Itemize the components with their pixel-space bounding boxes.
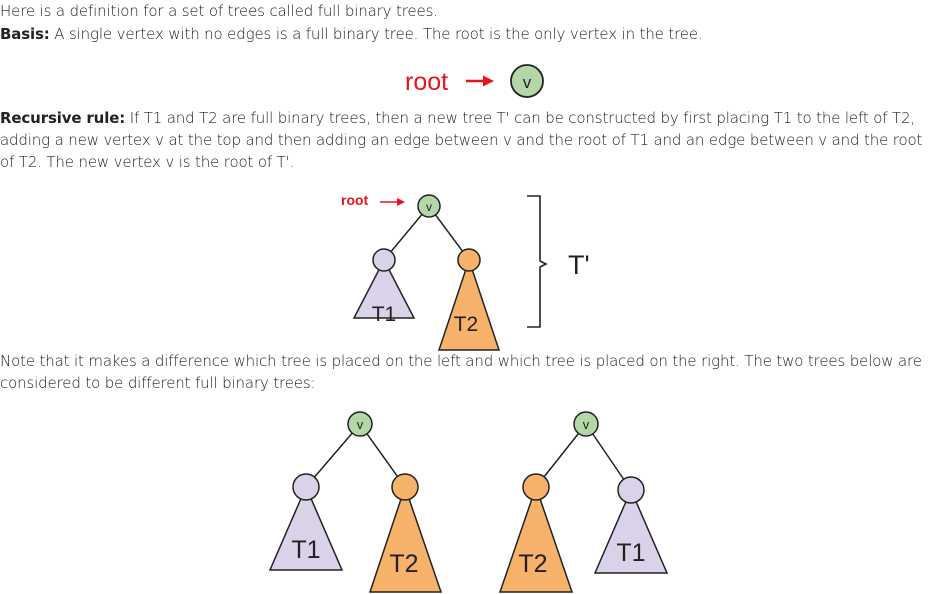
construction-figure: root v T1 T2 T' xyxy=(341,192,590,351)
two-trees-figure: v T1 T2 v T2 T1 xyxy=(268,411,669,593)
tree-a-right-root xyxy=(391,473,419,501)
new-root-vertex-label: v xyxy=(426,200,432,214)
root-label: root xyxy=(405,68,448,96)
tree-a-root xyxy=(347,411,373,437)
basis-label: Basis: xyxy=(0,25,50,43)
root-arrow xyxy=(466,75,494,87)
tree-b-left-subtree xyxy=(498,484,574,593)
tprime-label: T' xyxy=(568,250,590,280)
tree-a-left-label: T1 xyxy=(291,536,320,564)
tree-b-left-root xyxy=(522,473,550,501)
single-vertex-figure: root v xyxy=(405,64,544,98)
tree-b: v T2 T1 xyxy=(498,411,669,593)
t2-root-vertex xyxy=(457,248,481,272)
tree-a: v T1 T2 xyxy=(268,411,443,593)
basis-text: A single vertex with no edges is a full … xyxy=(49,25,703,43)
basis-paragraph: Basis: A single vertex with no edges is … xyxy=(0,23,932,45)
tree-a-right-label: T2 xyxy=(389,550,418,578)
subtree-t2 xyxy=(437,257,501,351)
new-root-vertex xyxy=(417,194,441,218)
note-text: Note that it makes a difference which tr… xyxy=(0,352,922,392)
tree-a-left-subtree xyxy=(268,485,344,571)
subtree-t1 xyxy=(352,258,416,319)
recursive-label: Recursive rule: xyxy=(0,109,126,127)
tree-b-root xyxy=(573,411,599,437)
tree-b-right-label: T1 xyxy=(616,539,645,567)
t1-label: T1 xyxy=(372,303,397,326)
tree-a-right-subtree xyxy=(368,484,443,593)
fig2-root-label: root xyxy=(341,192,369,208)
root-vertex xyxy=(510,64,544,98)
tprime-brace xyxy=(527,195,548,328)
root-vertex-label: v xyxy=(523,73,532,92)
note-paragraph: Note that it makes a difference which tr… xyxy=(0,350,932,394)
tree-a-left-root xyxy=(292,473,320,501)
recursive-text: If T1 and T2 are full binary trees, then… xyxy=(0,109,923,171)
fig2-root-arrow xyxy=(380,198,405,206)
tree-b-left-label: T2 xyxy=(518,550,547,578)
tree-b-root-label: v xyxy=(583,417,590,432)
intro-paragraph: Here is a definition for a set of trees … xyxy=(0,0,932,22)
recursive-rule-paragraph: Recursive rule: If T1 and T2 are full bi… xyxy=(0,107,932,173)
t1-root-vertex xyxy=(372,248,396,272)
tree-b-right-subtree xyxy=(593,488,669,574)
t2-label: T2 xyxy=(454,313,479,336)
tree-a-root-label: v xyxy=(357,417,364,432)
intro-text: Here is a definition for a set of trees … xyxy=(0,2,438,20)
tree-b-right-root xyxy=(617,476,645,504)
